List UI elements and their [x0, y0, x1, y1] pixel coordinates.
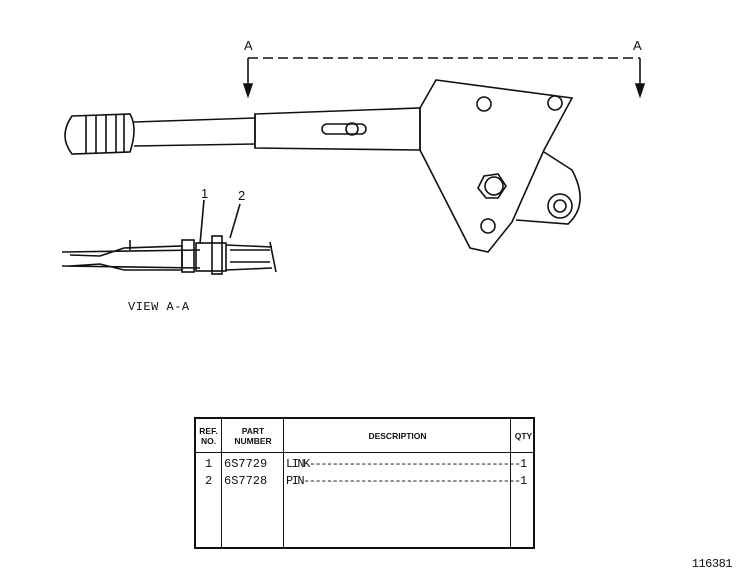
view-label: VIEW A-A — [128, 300, 190, 314]
handle-grip — [64, 113, 135, 155]
table-row: 2 6S7728 PIN----------------------------… — [196, 474, 533, 490]
header-part-number: PART NUMBER — [234, 425, 272, 446]
parts-table: REF. NO. PART NUMBER DESCRIPTION QTY 1 6… — [194, 417, 535, 549]
section-line-a-a — [242, 57, 646, 99]
header-ref-no: REF. NO. — [199, 425, 218, 446]
view-a-a-section — [61, 199, 277, 275]
row-part-number: 6S7728 — [224, 474, 268, 488]
bracket-plate — [419, 79, 581, 253]
row-qty: 1 — [520, 474, 528, 488]
header-description: DESCRIPTION — [368, 430, 427, 441]
row-description: LINK------------------------------------… — [286, 457, 521, 471]
row-ref: 1 — [205, 457, 213, 471]
header-qty: QTY — [514, 430, 533, 441]
row-ref: 2 — [205, 474, 213, 488]
section-marker-right: A — [633, 38, 642, 53]
row-part-number: 6S7729 — [224, 457, 268, 471]
callout-1: 1 — [201, 186, 209, 201]
figure-number: 116381 — [691, 557, 733, 571]
row-qty: 1 — [520, 457, 528, 471]
lever-rod — [133, 107, 421, 151]
table-row: 1 6S7729 LINK---------------------------… — [196, 457, 533, 473]
callout-2: 2 — [238, 188, 246, 203]
row-description: PIN-------------------------------------… — [286, 474, 521, 488]
section-marker-left: A — [244, 38, 253, 53]
